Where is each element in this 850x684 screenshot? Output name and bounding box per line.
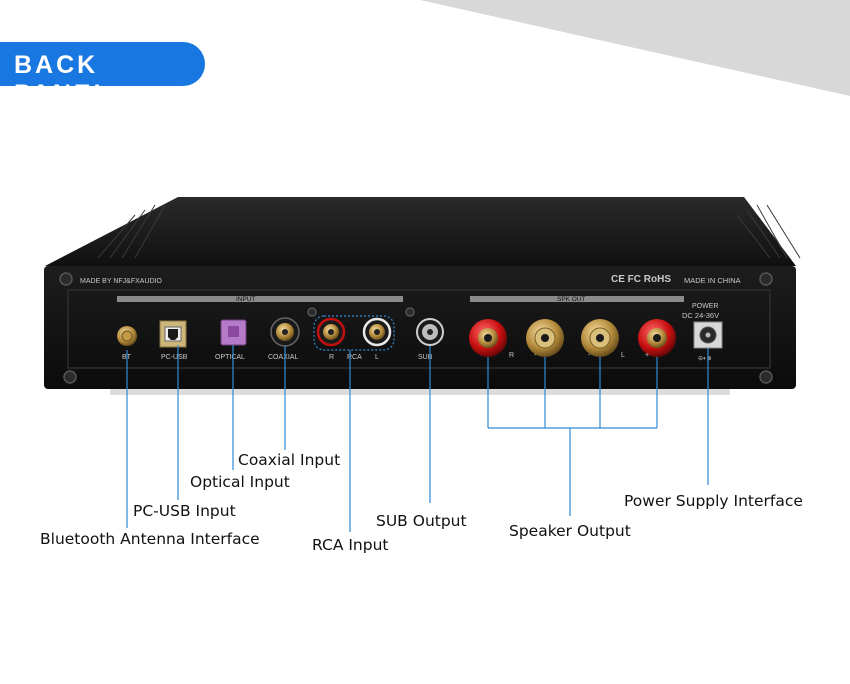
badge-label: BACK PANEL	[14, 51, 112, 108]
callout-optical: Optical Input	[190, 473, 290, 491]
callout-bluetooth: Bluetooth Antenna Interface	[40, 530, 260, 548]
corner-decoration	[420, 0, 850, 96]
screws	[59, 272, 773, 384]
speaker-post-r-plus	[469, 319, 507, 357]
spk-r-minus-label: -	[534, 352, 537, 359]
power-title: POWER	[692, 303, 718, 310]
callout-pc-usb: PC-USB Input	[133, 502, 236, 520]
usb-b-port: PC-USB	[159, 320, 188, 361]
input-header: INPUT	[236, 296, 256, 303]
callout-sub: SUB Output	[376, 512, 467, 530]
callout-power: Power Supply Interface	[624, 492, 803, 510]
spk-l-label: L	[621, 352, 625, 359]
power-spec: DC 24-36V	[682, 311, 719, 320]
optical-port: OPTICAL	[215, 319, 247, 361]
sub-jack: SUB	[416, 318, 444, 361]
rca-l-label: L	[375, 354, 379, 361]
dc-power-jack	[693, 321, 723, 349]
heatsink-fins	[97, 204, 801, 259]
usb-label: PC-USB	[161, 354, 188, 361]
rca-r-label: R	[329, 354, 334, 361]
section-badge: BACK PANEL	[0, 42, 205, 108]
callout-rca: RCA Input	[312, 536, 389, 554]
speaker-post-l-minus	[581, 319, 619, 357]
rca-left-jack	[362, 317, 392, 347]
base-shadow	[110, 389, 730, 395]
rca-label: RCA	[347, 354, 362, 361]
coaxial-jack: COAXIAL	[268, 317, 300, 361]
cert-marks: CE FC RoHS	[611, 274, 671, 285]
spk-l-minus-label: -	[588, 352, 591, 359]
spk-plus-label: +	[645, 352, 649, 359]
speaker-post-r-minus	[526, 319, 564, 357]
callout-coaxial: Coaxial Input	[238, 451, 341, 469]
callout-speaker: Speaker Output	[509, 522, 631, 540]
origin-text: MADE IN CHINA	[684, 276, 741, 285]
chassis-top	[45, 197, 796, 266]
polarity-symbol: ⊖◐⊕	[698, 356, 712, 362]
callout-leaders	[126, 345, 709, 532]
optical-label: OPTICAL	[215, 354, 245, 361]
output-header-bar	[470, 296, 684, 302]
coaxial-label: COAXIAL	[268, 354, 298, 361]
output-header: SPK OUT	[557, 296, 586, 303]
panel-inset	[67, 289, 771, 369]
input-header-bar	[117, 296, 403, 302]
rca-right-jack	[316, 317, 346, 347]
rca-highlight	[313, 315, 395, 351]
spk-r-label: R	[509, 352, 514, 359]
maker-text: MADE BY NFJ&FXAUDIO	[80, 278, 162, 285]
sub-label: SUB	[418, 354, 433, 361]
speaker-post-l-plus	[638, 319, 676, 357]
